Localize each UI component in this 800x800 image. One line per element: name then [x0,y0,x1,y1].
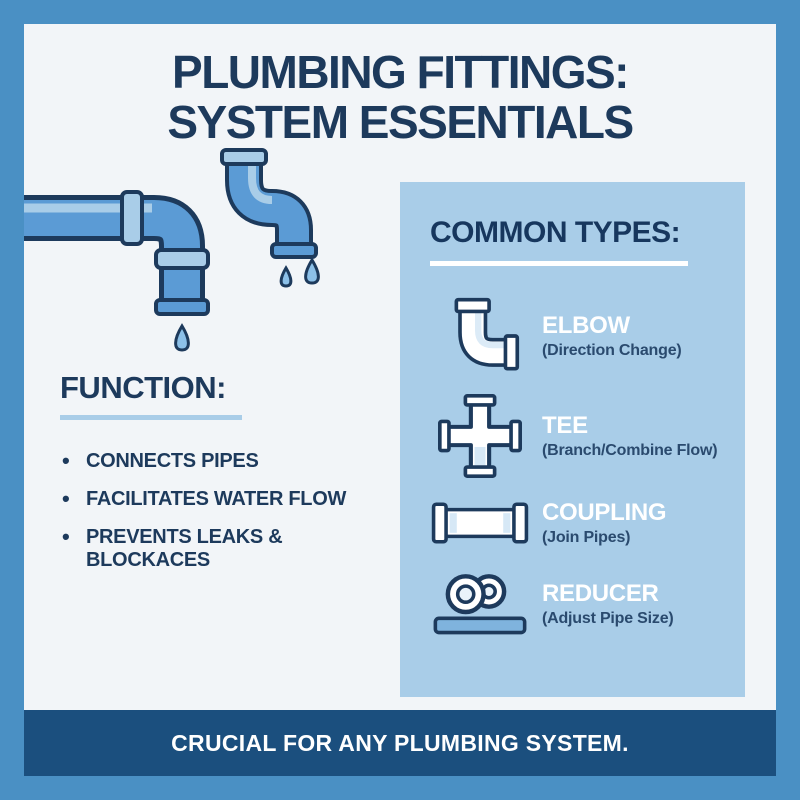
function-underline [60,415,242,420]
type-desc: (Branch/Combine Flow) [542,442,718,459]
type-desc: (Direction Change) [542,342,682,359]
type-name: REDUCER [542,580,659,607]
infographic-body: PLUMBING FITTINGS: SYSTEM ESSENTIALS FUN… [24,24,776,776]
type-name: TEE [542,412,588,439]
common-types-panel: COMMON TYPES: ELBOW (Direction Change) [400,182,745,697]
function-bullet-list: CONNECTS PIPES FACILITATES WATER FLOW PR… [60,448,400,572]
type-name: ELBOW [542,312,630,339]
function-bullet: FACILITATES WATER FLOW [60,486,400,512]
type-text: ELBOW (Direction Change) [542,312,682,360]
common-types-heading: COMMON TYPES: [430,216,681,249]
tee-fitting-icon [430,394,530,478]
common-types-underline [430,261,688,266]
elbow-fitting-icon [430,296,530,376]
type-item-coupling: COUPLING (Join Pipes) [430,496,723,550]
type-item-elbow: ELBOW (Direction Change) [430,296,723,376]
type-desc: (Join Pipes) [542,529,631,546]
page-title-line2: SYSTEM ESSENTIALS [167,95,634,148]
type-item-tee: TEE (Branch/Combine Flow) [430,394,723,478]
type-text: COUPLING (Join Pipes) [542,499,667,547]
function-section: FUNCTION: CONNECTS PIPES FACILITATES WAT… [60,370,400,587]
coupling-fitting-icon [430,496,530,550]
pipes-illustration [24,148,320,352]
type-name: COUPLING [542,499,667,526]
footer-bar: CRUCIAL FOR ANY PLUMBING SYSTEM. [24,710,776,776]
page-title: PLUMBING FITTINGS: SYSTEM ESSENTIALS [24,46,776,148]
type-text: TEE (Branch/Combine Flow) [542,412,718,460]
type-desc: (Adjust Pipe Size) [542,610,674,627]
function-bullet: CONNECTS PIPES [60,448,400,474]
function-heading: FUNCTION: [60,370,226,405]
reducer-fitting-icon [430,568,530,640]
page-title-line1: PLUMBING FITTINGS: [172,46,629,98]
footer-text: CRUCIAL FOR ANY PLUMBING SYSTEM. [171,729,629,756]
function-bullet: PREVENTS LEAKS & BLOCKACES [60,524,400,572]
type-item-reducer: REDUCER (Adjust Pipe Size) [430,568,723,640]
type-text: REDUCER (Adjust Pipe Size) [542,580,674,628]
